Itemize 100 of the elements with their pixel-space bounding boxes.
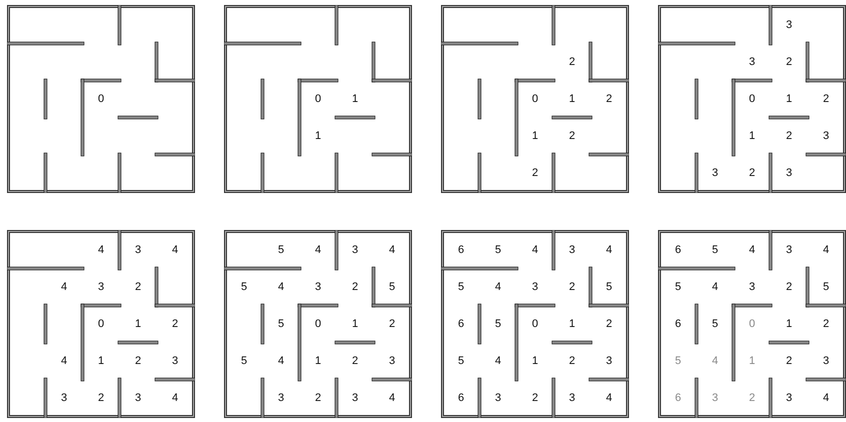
distance-number: 4	[388, 244, 396, 256]
distance-number: 3	[710, 392, 720, 404]
distance-number: 4	[60, 280, 68, 294]
distance-number: 1	[350, 92, 360, 106]
distance-number: 4	[710, 354, 720, 368]
distance-number: 2	[388, 318, 396, 330]
distance-number: 3	[350, 244, 360, 256]
distance-number: 1	[784, 92, 794, 106]
distance-number: 5	[494, 318, 502, 330]
distance-number: 2	[784, 280, 794, 294]
distance-number: 4	[494, 354, 502, 368]
distance-number: 2	[604, 92, 614, 106]
distance-number: 2	[134, 354, 142, 368]
distance-number: 3	[822, 354, 830, 368]
distance-number: 6	[456, 392, 466, 404]
distance-number: 0	[96, 318, 106, 330]
distance-number: 4	[170, 392, 180, 404]
distance-number: 4	[388, 392, 396, 404]
distance-number: 5	[456, 280, 466, 294]
distance-number: 3	[170, 354, 180, 368]
distance-number: 6	[674, 392, 682, 404]
distance-number: 0	[748, 318, 756, 330]
distance-number: 4	[276, 280, 286, 294]
distance-number: 2	[748, 166, 756, 180]
distance-number: 1	[748, 130, 756, 142]
distance-number: 3	[494, 392, 502, 404]
distance-number: 3	[568, 244, 576, 256]
distance-number: 2	[134, 280, 142, 294]
distance-number: 4	[710, 280, 720, 294]
distance-number: 5	[276, 318, 286, 330]
distance-number: 1	[314, 130, 322, 142]
distance-number: 6	[456, 318, 466, 330]
distance-number: 1	[350, 318, 360, 330]
distance-number: 4	[604, 244, 614, 256]
distance-number: 3	[822, 130, 830, 142]
distance-number: 3	[134, 392, 142, 404]
distance-number: 0	[530, 318, 540, 330]
distance-number: 1	[568, 92, 576, 106]
distance-number: 3	[604, 354, 614, 368]
distance-number: 3	[748, 280, 756, 294]
distance-number: 3	[784, 18, 794, 32]
distance-number: 3	[314, 280, 322, 294]
distance-number: 4	[748, 244, 756, 256]
distance-number: 1	[96, 354, 106, 368]
distance-number: 4	[494, 280, 502, 294]
distance-number: 2	[530, 166, 540, 180]
distance-number: 2	[784, 130, 794, 142]
distance-number: 3	[60, 392, 68, 404]
distance-number: 2	[350, 280, 360, 294]
distance-number: 2	[822, 318, 830, 330]
distance-number: 3	[350, 392, 360, 404]
distance-number: 2	[568, 130, 576, 142]
distance-number: 5	[604, 280, 614, 294]
distance-number: 5	[240, 354, 248, 368]
distance-number: 2	[96, 392, 106, 404]
distance-number: 1	[568, 318, 576, 330]
distance-number: 0	[314, 92, 322, 106]
distance-number: 1	[134, 318, 142, 330]
distance-number: 3	[784, 244, 794, 256]
distance-number: 1	[530, 354, 540, 368]
distance-number: 2	[170, 318, 180, 330]
distance-number: 2	[530, 392, 540, 404]
distance-number: 2	[604, 318, 614, 330]
distance-number: 0	[314, 318, 322, 330]
distance-number: 3	[388, 354, 396, 368]
distance-number: 5	[674, 354, 682, 368]
distance-number: 0	[530, 92, 540, 106]
distance-number: 2	[784, 354, 794, 368]
distance-number: 4	[170, 244, 180, 256]
distance-number: 3	[710, 166, 720, 180]
distance-number: 4	[276, 354, 286, 368]
distance-number: 1	[314, 354, 322, 368]
distance-number: 0	[96, 92, 106, 106]
distance-number: 3	[530, 280, 540, 294]
distance-number: 3	[134, 244, 142, 256]
distance-number: 2	[568, 56, 576, 68]
distance-number: 2	[568, 280, 576, 294]
distance-number: 2	[314, 392, 322, 404]
distance-number: 3	[96, 280, 106, 294]
distance-number: 4	[96, 244, 106, 256]
distance-number: 2	[784, 56, 794, 68]
distance-number: 2	[350, 354, 360, 368]
distance-number: 6	[456, 244, 466, 256]
distance-number: 3	[784, 392, 794, 404]
distance-number: 5	[388, 280, 396, 294]
distance-number: 6	[674, 244, 682, 256]
distance-number: 4	[822, 244, 830, 256]
distance-number: 2	[822, 92, 830, 106]
distance-number: 4	[822, 392, 830, 404]
distance-number: 5	[674, 280, 682, 294]
distance-number: 5	[240, 280, 248, 294]
distance-number: 5	[456, 354, 466, 368]
distance-number: 3	[568, 392, 576, 404]
distance-number: 4	[314, 244, 322, 256]
distance-number: 5	[710, 244, 720, 256]
distance-number: 6	[674, 318, 682, 330]
distance-number: 4	[530, 244, 540, 256]
distance-number: 5	[710, 318, 720, 330]
distance-number: 3	[276, 392, 286, 404]
distance-number: 5	[276, 244, 286, 256]
